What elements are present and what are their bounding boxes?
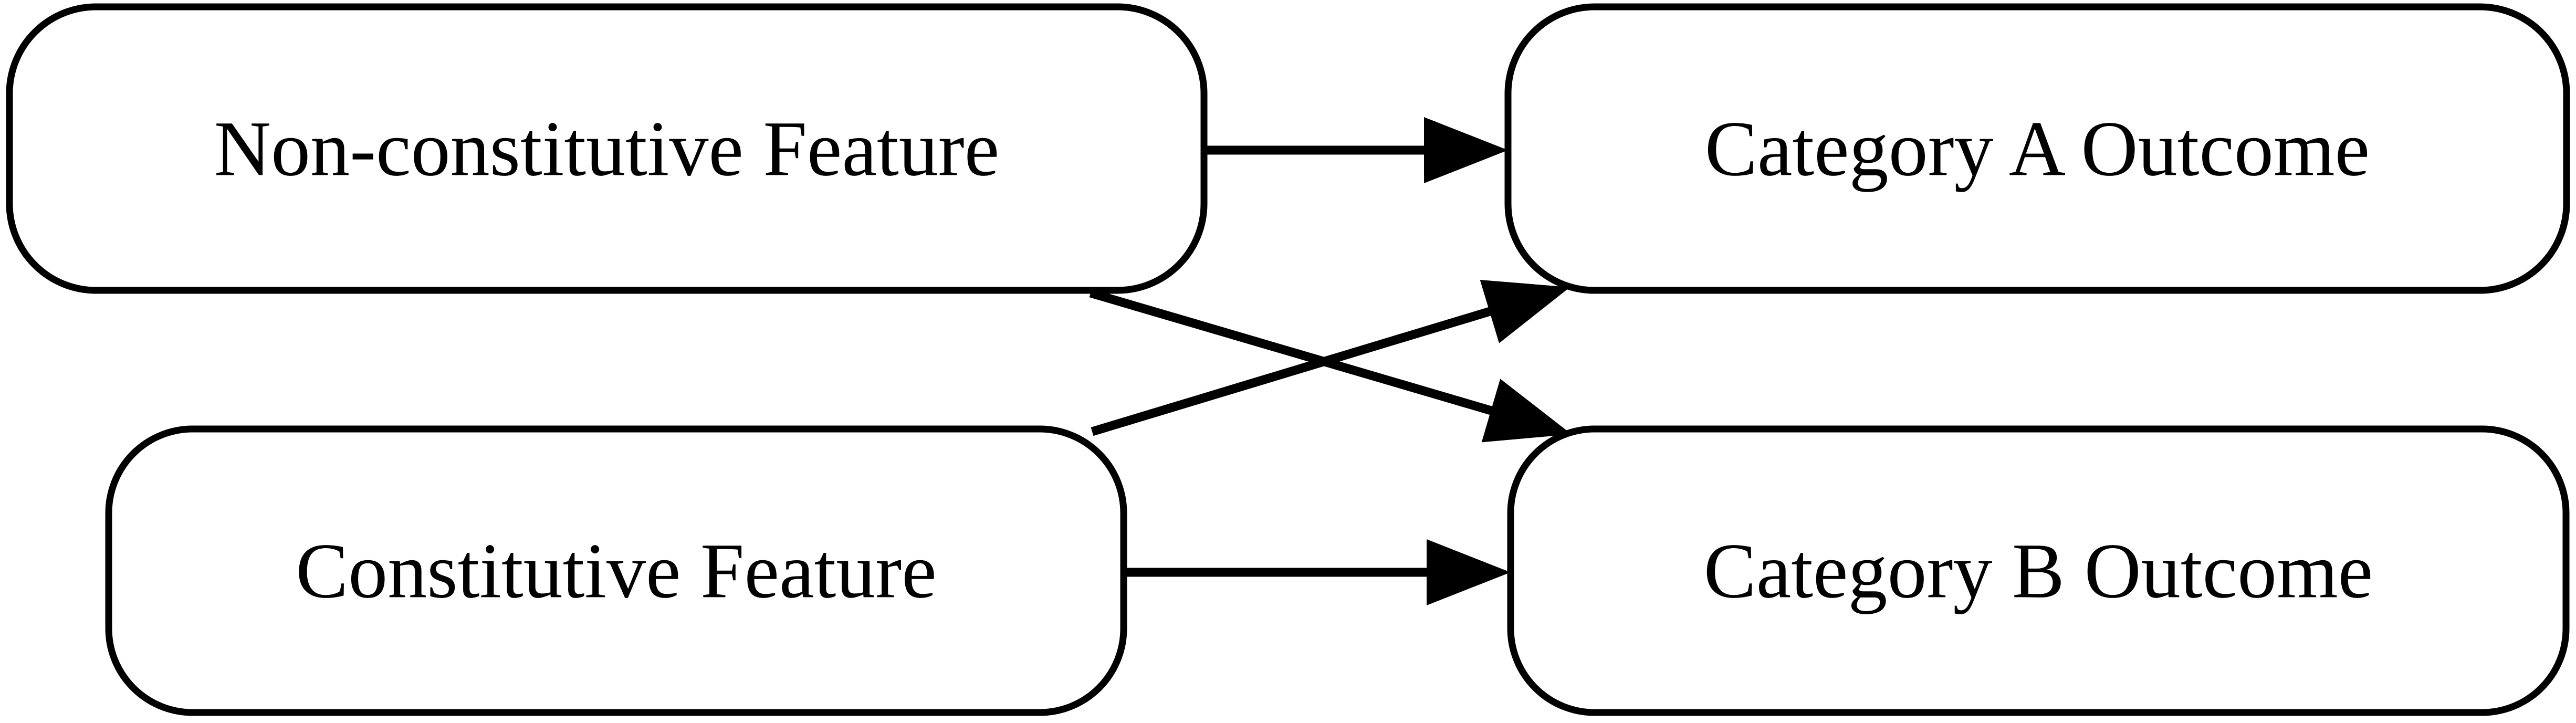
arrowhead-icon-constitutive-to-category-a — [1480, 279, 1570, 343]
node-category-b-outcome[interactable]: Category B Outcome — [1507, 425, 2570, 716]
node-box-non-constitutive-feature[interactable] — [6, 3, 1208, 294]
arrowhead-icon-nonconstitutive-to-category-a — [1424, 117, 1508, 183]
node-category-a-outcome[interactable]: Category A Outcome — [1504, 3, 2570, 294]
node-constitutive-feature[interactable]: Constitutive Feature — [105, 425, 1127, 716]
edge-constitutive-to-category-a — [1091, 279, 1570, 436]
edge-layer — [1089, 117, 1572, 605]
edge-constitutive-to-category-b — [1124, 539, 1511, 605]
edge-nonconstitutive-to-category-a — [1204, 117, 1508, 183]
edge-line-constitutive-to-category-a — [1091, 306, 1494, 436]
node-label-non-constitutive-feature: Non-constitutive Feature — [214, 105, 999, 192]
arrowhead-icon-nonconstitutive-to-category-b — [1481, 379, 1572, 443]
node-box-constitutive-feature[interactable] — [105, 425, 1127, 716]
node-label-constitutive-feature: Constitutive Feature — [296, 527, 937, 614]
node-box-category-b-outcome[interactable] — [1507, 425, 2570, 716]
edge-line-nonconstitutive-to-category-b — [1089, 288, 1495, 416]
node-label-category-b-outcome: Category B Outcome — [1704, 527, 2373, 614]
edge-nonconstitutive-to-category-b — [1089, 288, 1572, 443]
arrowhead-icon-constitutive-to-category-b — [1427, 539, 1511, 605]
node-box-category-a-outcome[interactable] — [1504, 3, 2570, 294]
node-label-category-a-outcome: Category A Outcome — [1705, 105, 2370, 192]
node-layer: Non-constitutive Feature Category A Outc… — [6, 3, 2570, 716]
node-non-constitutive-feature[interactable]: Non-constitutive Feature — [6, 3, 1208, 294]
